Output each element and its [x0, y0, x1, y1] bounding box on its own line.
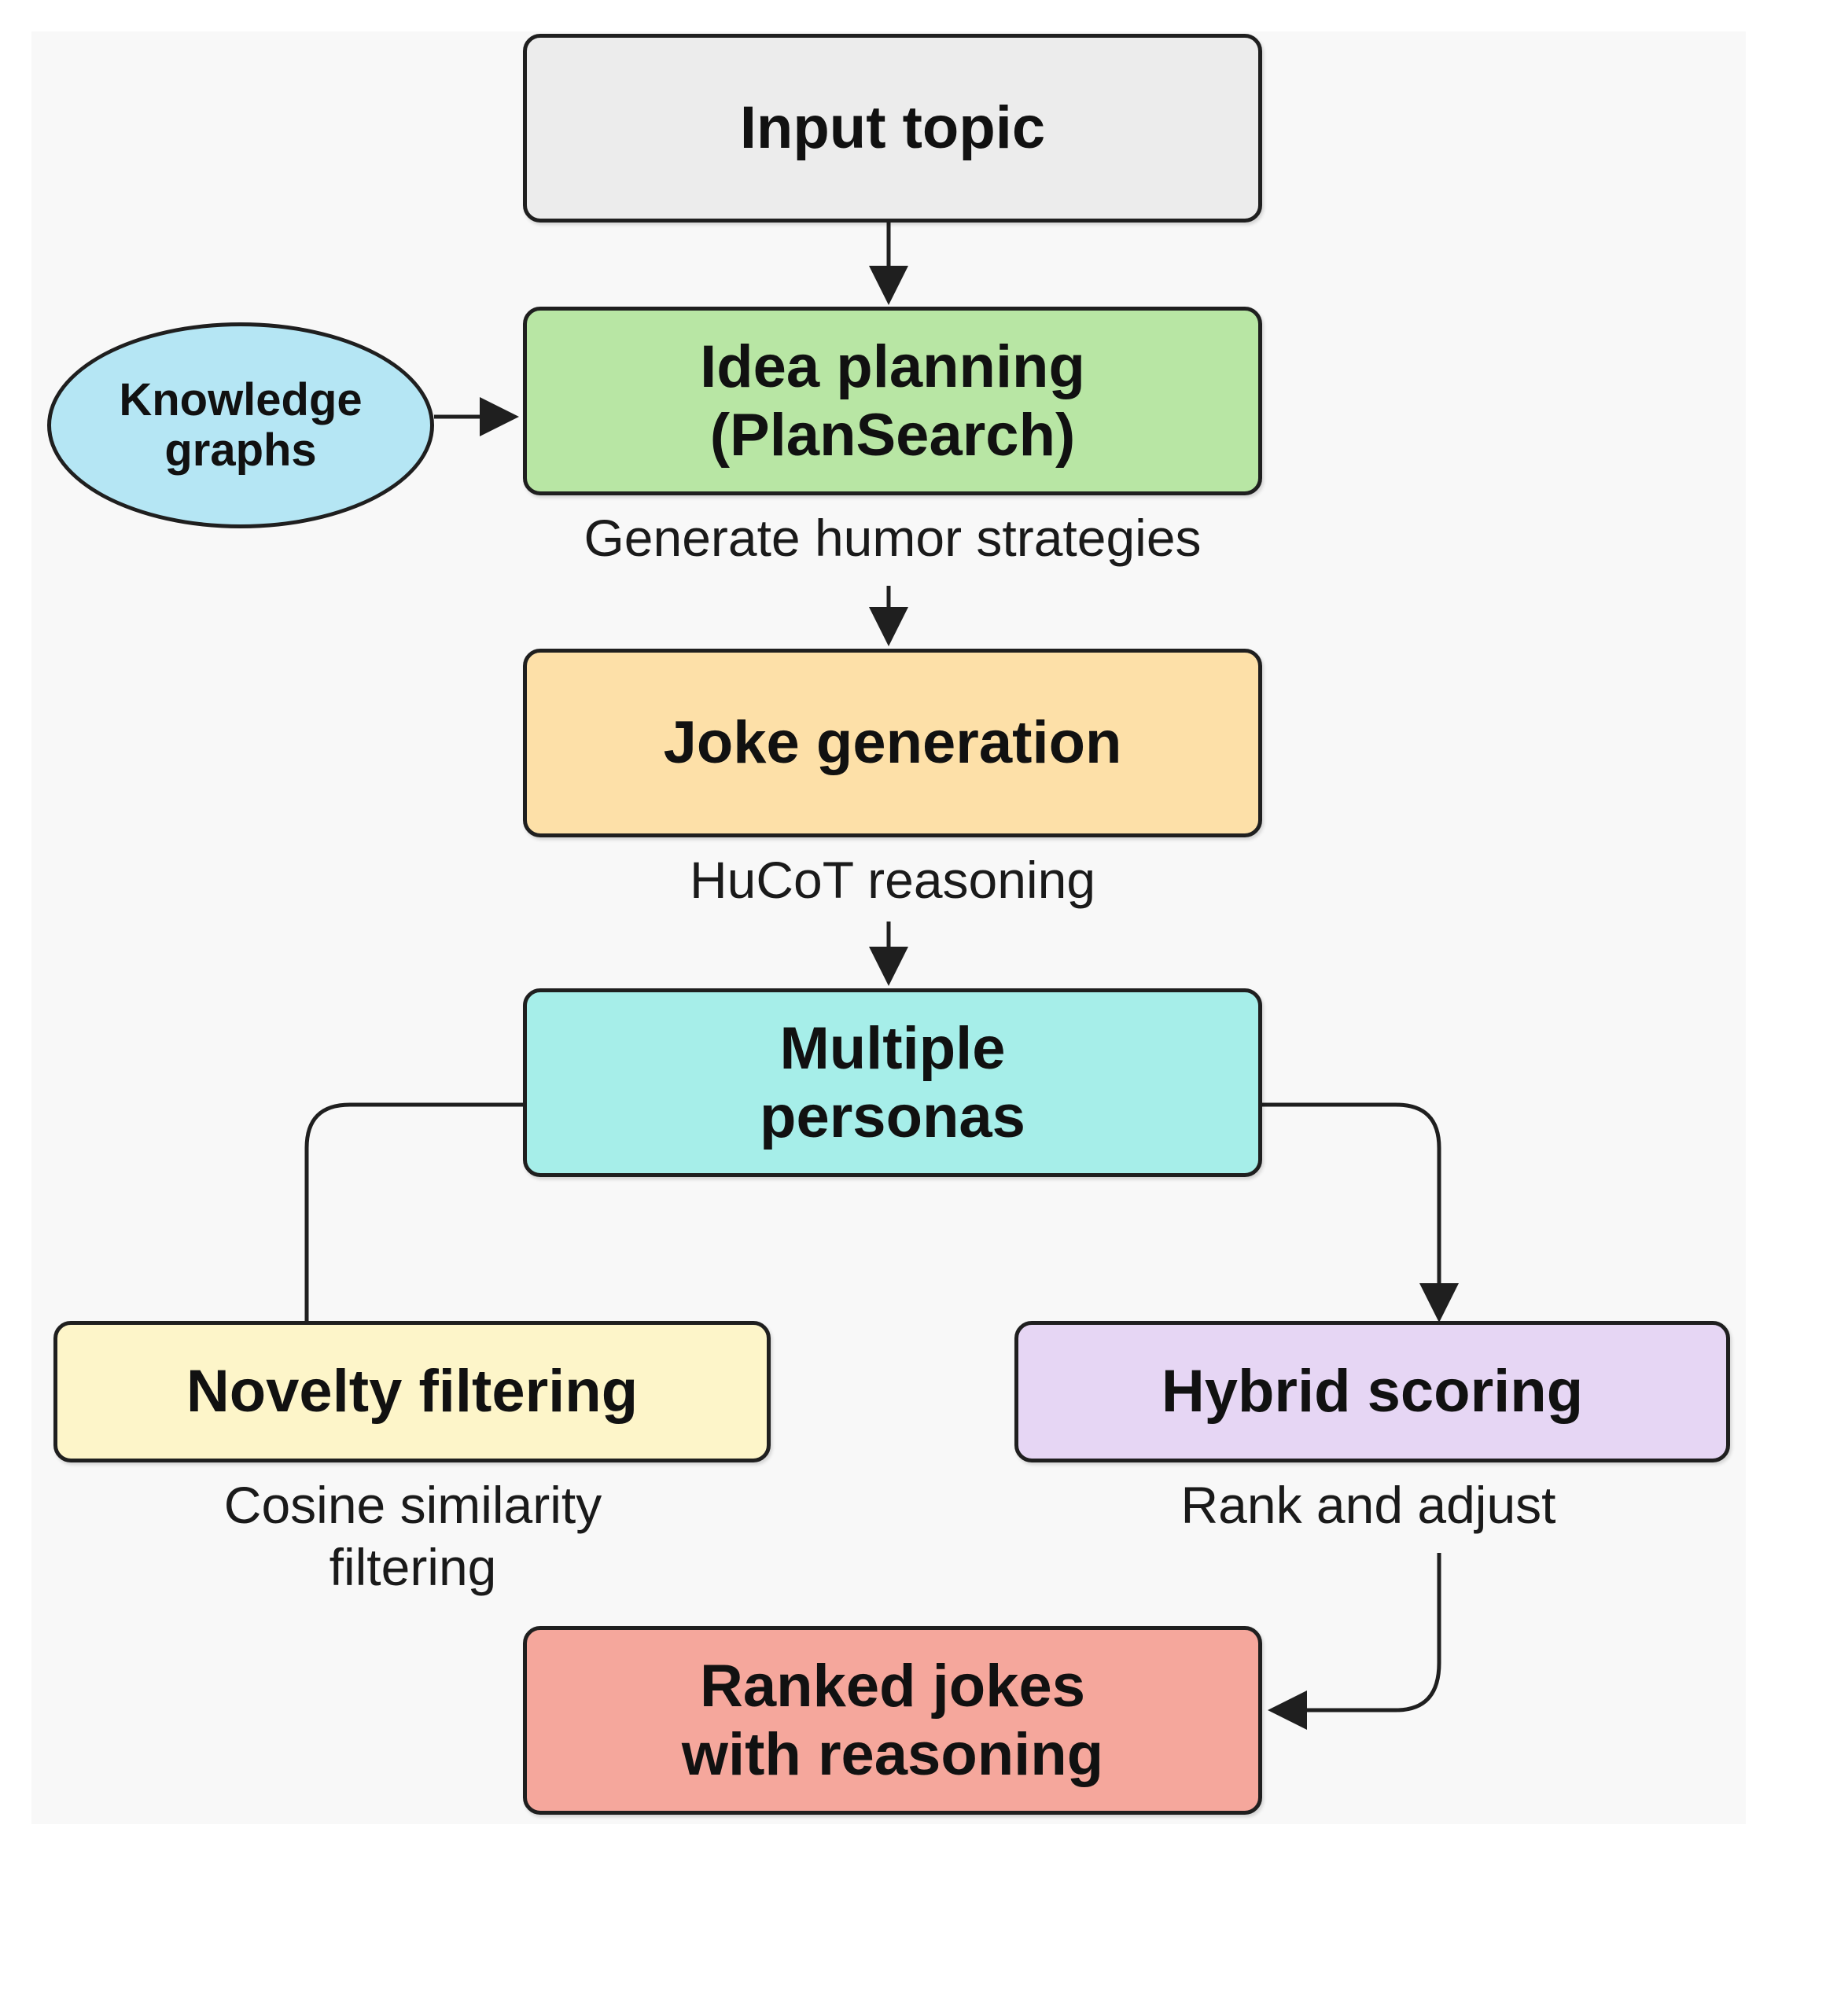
hybrid-scoring-box: Hybrid scoring	[1014, 1321, 1730, 1462]
ranked-jokes-box: Ranked jokes with reasoning	[523, 1626, 1262, 1815]
input-topic-label: Input topic	[739, 94, 1046, 162]
caption-generate-humor-strategies: Generate humor strategies	[584, 509, 1202, 567]
knowledge-graphs-label: Knowledge graphs	[119, 374, 363, 476]
caption-hucot-reasoning: HuCoT reasoning	[689, 851, 1096, 909]
arrow-personas-to-scoring	[1262, 1102, 1459, 1323]
ranked-jokes-label: Ranked jokes with reasoning	[681, 1652, 1104, 1788]
hybrid-scoring-label: Hybrid scoring	[1161, 1358, 1584, 1426]
caption-cosine-similarity-filtering: Cosine similarity filtering	[223, 1476, 602, 1597]
joke-generation-box: Joke generation	[523, 649, 1262, 837]
arrow-scoring-to-ranked	[1268, 1553, 1441, 1730]
novelty-filtering-box: Novelty filtering	[53, 1321, 771, 1462]
idea-planning-label: Idea planning (PlanSearch)	[700, 333, 1085, 469]
caption-rank-and-adjust: Rank and adjust	[1180, 1476, 1556, 1534]
input-topic-box: Input topic	[523, 34, 1262, 223]
multiple-personas-label: Multiple personas	[760, 1014, 1025, 1150]
line-personas-to-novelty	[304, 1102, 523, 1321]
novelty-filtering-label: Novelty filtering	[186, 1358, 639, 1426]
idea-planning-box: Idea planning (PlanSearch)	[523, 307, 1262, 495]
multiple-personas-box: Multiple personas	[523, 988, 1262, 1177]
knowledge-graphs-ellipse: Knowledge graphs	[47, 322, 434, 528]
joke-generation-label: Joke generation	[663, 709, 1122, 777]
